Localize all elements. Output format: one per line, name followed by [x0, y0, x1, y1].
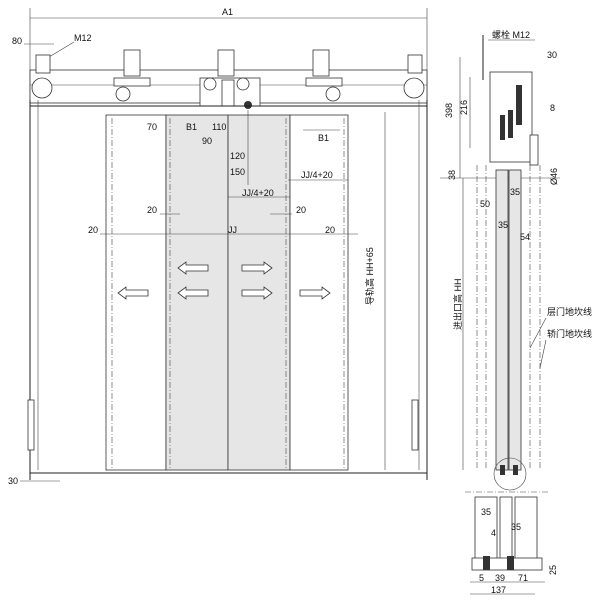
side-view: 螺栓 M12 30 398 216 8 38 Ø46 35 50 35 54 进…	[440, 29, 592, 491]
door-leaf-side-2	[508, 169, 522, 471]
dim-71: 71	[518, 573, 528, 583]
dim-20-outer-left: 20	[88, 225, 98, 235]
dim-50: 50	[480, 199, 490, 209]
rail-height-label: 导轨高 HH+65	[364, 247, 375, 305]
dim-8: 8	[550, 103, 555, 113]
pulley-left	[31, 77, 53, 99]
entrance-height-label: 进出口高 HH	[452, 279, 463, 331]
pulley-right	[403, 77, 425, 99]
dim-20-left: 20	[147, 205, 157, 215]
dim-5: 5	[479, 573, 484, 583]
dim-b1-left: B1	[186, 122, 197, 132]
arrow-right-icon	[241, 261, 273, 275]
sill-detail: 35 4 35 25 5 39 71 137	[465, 491, 558, 595]
dim-35-right: 35	[511, 522, 521, 532]
dim-54: 54	[520, 232, 530, 242]
bolt-label: M12	[74, 33, 92, 43]
dim-jj4-center: JJ/4+20	[242, 188, 274, 198]
dim-120: 120	[230, 151, 245, 161]
dim-b1-right: B1	[318, 133, 329, 143]
dim-38: 38	[447, 170, 457, 180]
dim-jj4-right: JJ/4+20	[301, 170, 333, 180]
arrow-right-icon	[241, 286, 273, 300]
front-view: A1 80 M12 30	[8, 7, 428, 486]
dim-35-mid: 35	[498, 220, 508, 230]
dim-d46: Ø46	[549, 168, 559, 185]
dim-398: 398	[444, 103, 454, 118]
arrow-left-icon	[117, 286, 149, 300]
arrow-left-icon	[177, 286, 209, 300]
dim-70: 70	[147, 122, 157, 132]
dim-216: 216	[459, 100, 469, 115]
bottom-dim-label: 30	[8, 476, 18, 486]
dim-90: 90	[202, 136, 212, 146]
a1-label: A1	[222, 7, 233, 17]
bolt-offset-label: 80	[12, 36, 22, 46]
dim-137: 137	[491, 585, 506, 595]
dim-35-left: 35	[481, 507, 491, 517]
dim-20-right: 20	[296, 205, 306, 215]
dim-20-outer-right: 20	[325, 225, 335, 235]
side-bolt-label: 螺栓 M12	[492, 29, 530, 40]
door-leaf-side-1	[495, 169, 509, 471]
dim-30: 30	[547, 50, 557, 60]
arrow-left-icon	[177, 261, 209, 275]
dim-jj: JJ	[228, 225, 237, 235]
dim-25: 25	[548, 565, 558, 575]
dim-4: 4	[491, 528, 496, 538]
dim-35-top: 35	[510, 187, 520, 197]
landing-sill-line-label: 层门地坎线	[547, 306, 592, 317]
dim-110: 110	[212, 122, 226, 132]
dim-39: 39	[495, 573, 505, 583]
arrow-right-icon	[299, 286, 331, 300]
dim-150: 150	[230, 167, 245, 177]
car-sill-line-label: 轿门地坎线	[547, 328, 592, 339]
